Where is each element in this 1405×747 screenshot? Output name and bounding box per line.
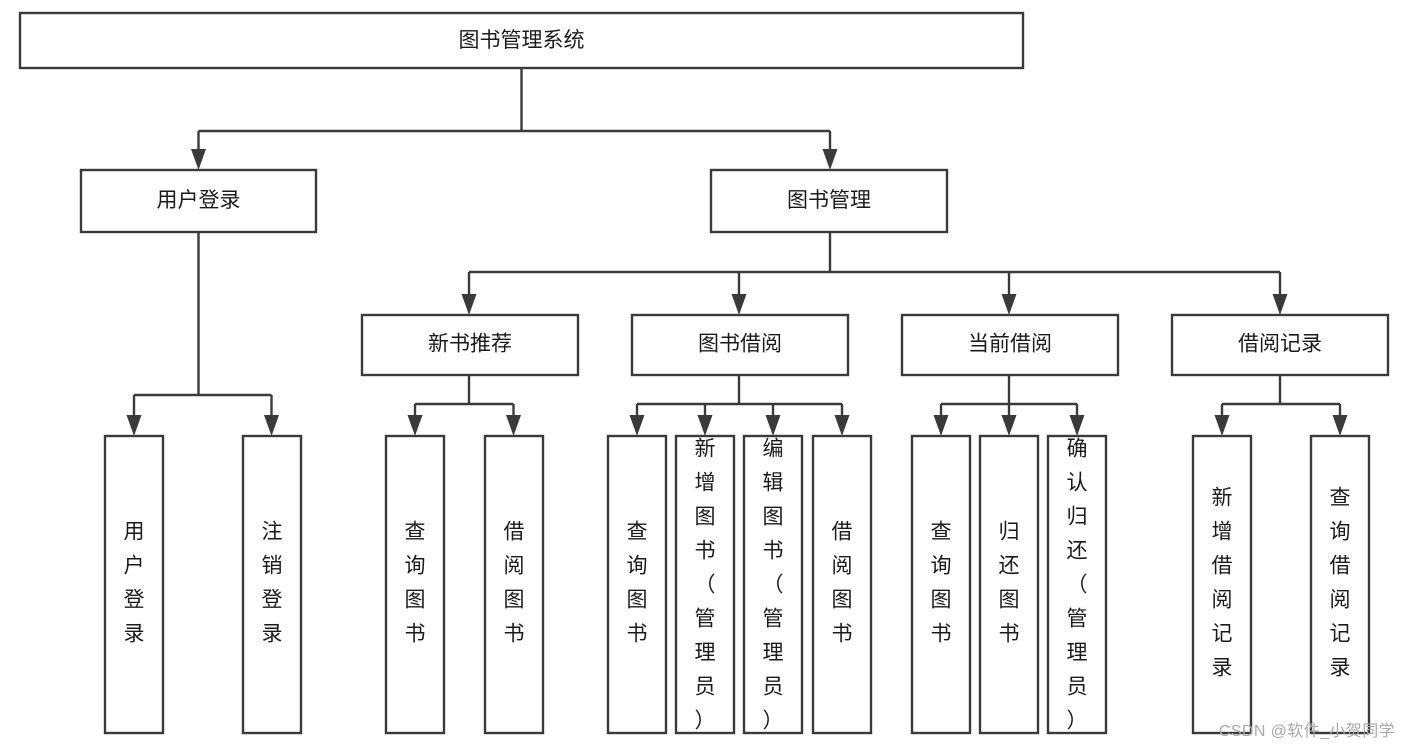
leaf-node-new-book-borrow[interactable]: 借阅图书 — [483, 434, 545, 735]
leaf-box[interactable] — [384, 434, 446, 735]
leaf-box[interactable] — [103, 434, 165, 735]
node-new-book-recommend-label: 新书推荐 — [428, 333, 512, 356]
connectors-root-to-level2 — [191, 68, 838, 170]
arrowhead-nb-child-1 — [506, 415, 521, 436]
node-borrow-record[interactable]: 借阅记录 — [1170, 313, 1390, 377]
leaf-box[interactable] — [606, 434, 668, 735]
arrowhead-nb-child-0 — [407, 415, 423, 436]
arrowhead-book-mgmt — [822, 149, 838, 170]
leaf-label: 查询图书 — [405, 521, 426, 646]
node-book-borrow-label: 图书借阅 — [698, 333, 782, 356]
leaf-label: 新增借阅记录 — [1212, 487, 1233, 680]
leaf-box[interactable] — [978, 434, 1040, 735]
node-book-borrow[interactable]: 图书借阅 — [630, 313, 850, 377]
connectors-user-login-to-leaves — [126, 232, 279, 436]
leaf-node-borrow-record-add[interactable]: 新增借阅记录 — [1191, 434, 1253, 735]
leaf-label: 查询图书 — [627, 521, 648, 646]
node-user-login[interactable]: 用户登录 — [79, 168, 318, 234]
leaf-node-book-borrow-query[interactable]: 查询图书 — [606, 434, 668, 735]
node-current-borrow-box[interactable] — [900, 313, 1120, 377]
leaf-box[interactable] — [1309, 434, 1371, 735]
arrowhead-user-login — [191, 149, 206, 170]
node-root-box[interactable] — [18, 11, 1025, 70]
arrowhead-bb-child-2 — [765, 415, 781, 436]
arrowhead-cb-child-1 — [1001, 415, 1017, 436]
leaf-node-current-borrow-query[interactable]: 查询图书 — [910, 434, 972, 735]
leaf-box[interactable] — [241, 434, 303, 735]
node-user-login-label: 用户登录 — [157, 189, 241, 212]
leaf-box[interactable] — [483, 434, 545, 735]
leaf-label: 借阅图书 — [832, 521, 853, 646]
leaf-node-user-login-login[interactable]: 用户登录 — [103, 434, 165, 735]
arrowhead-br-child-0 — [1214, 415, 1230, 436]
arrowhead-br-child-1 — [1332, 415, 1348, 436]
node-borrow-record-box[interactable] — [1170, 313, 1390, 377]
leaf-box[interactable] — [742, 434, 804, 735]
leaf-node-new-book-query[interactable]: 查询图书 — [384, 434, 446, 735]
leaf-label: 确认归还（管理员） — [1067, 438, 1088, 733]
arrowhead-bb-child-0 — [629, 415, 645, 436]
leaf-box[interactable] — [674, 434, 736, 735]
leaf-label: 归还图书 — [999, 521, 1020, 646]
leaf-label: 查询借阅记录 — [1330, 487, 1351, 680]
connectors-book-mgmt-to-level3 — [461, 232, 1288, 315]
node-root-label: 图书管理系统 — [459, 29, 585, 52]
arrowhead-bm-child-3 — [1272, 294, 1288, 315]
node-new-book-recommend[interactable]: 新书推荐 — [360, 313, 580, 377]
arrowhead-bb-child-3 — [834, 415, 850, 436]
arrowhead-ul-child-1 — [264, 415, 279, 436]
node-book-management-box[interactable] — [709, 168, 949, 234]
leaf-node-user-login-logout[interactable]: 注销登录 — [241, 434, 303, 735]
connectors-borrow-record-to-leaves — [1214, 375, 1348, 436]
connectors-current-borrow-to-leaves — [933, 375, 1085, 436]
leaf-box[interactable] — [910, 434, 972, 735]
leaf-node-current-borrow-return[interactable]: 归还图书 — [978, 434, 1040, 735]
leaf-label: 编辑图书（管理员） — [763, 438, 784, 733]
leaf-node-book-borrow-edit[interactable]: 编辑图书（管理员） — [742, 434, 804, 735]
node-current-borrow-label: 当前借阅 — [968, 333, 1052, 356]
node-new-book-recommend-box[interactable] — [360, 313, 580, 377]
leaf-box[interactable] — [1046, 434, 1108, 735]
node-borrow-record-label: 借阅记录 — [1238, 333, 1322, 356]
node-root[interactable]: 图书管理系统 — [18, 11, 1025, 70]
node-book-management-label: 图书管理 — [787, 189, 871, 212]
node-book-management[interactable]: 图书管理 — [709, 168, 949, 234]
leaf-box[interactable] — [811, 434, 873, 735]
leaf-label: 注销登录 — [262, 521, 283, 646]
leaf-node-borrow-record-query[interactable]: 查询借阅记录 — [1309, 434, 1371, 735]
leaf-label: 借阅图书 — [504, 521, 525, 646]
arrowhead-cb-child-0 — [933, 415, 949, 436]
arrowhead-bm-child-2 — [1001, 294, 1017, 315]
node-current-borrow[interactable]: 当前借阅 — [900, 313, 1120, 377]
node-user-login-box[interactable] — [79, 168, 318, 234]
leaf-label: 用户登录 — [124, 521, 145, 646]
arrowhead-bm-child-1 — [731, 294, 747, 315]
leaf-node-book-borrow-add[interactable]: 新增图书（管理员） — [674, 434, 736, 735]
arrowhead-cb-child-2 — [1069, 415, 1085, 436]
arrowhead-bb-child-1 — [697, 415, 713, 436]
connectors-book-borrow-to-leaves — [629, 375, 850, 436]
leaf-node-current-borrow-confirm[interactable]: 确认归还（管理员） — [1046, 434, 1108, 735]
arrowhead-ul-child-0 — [126, 415, 142, 436]
node-book-borrow-box[interactable] — [630, 313, 850, 377]
leaf-label: 新增图书（管理员） — [695, 438, 716, 733]
leaf-box[interactable] — [1191, 434, 1253, 735]
connectors-new-book-to-leaves — [407, 375, 521, 436]
arrowhead-bm-child-0 — [461, 294, 477, 315]
leaf-label: 查询图书 — [931, 521, 952, 646]
leaf-node-book-borrow-borrow[interactable]: 借阅图书 — [811, 434, 873, 735]
